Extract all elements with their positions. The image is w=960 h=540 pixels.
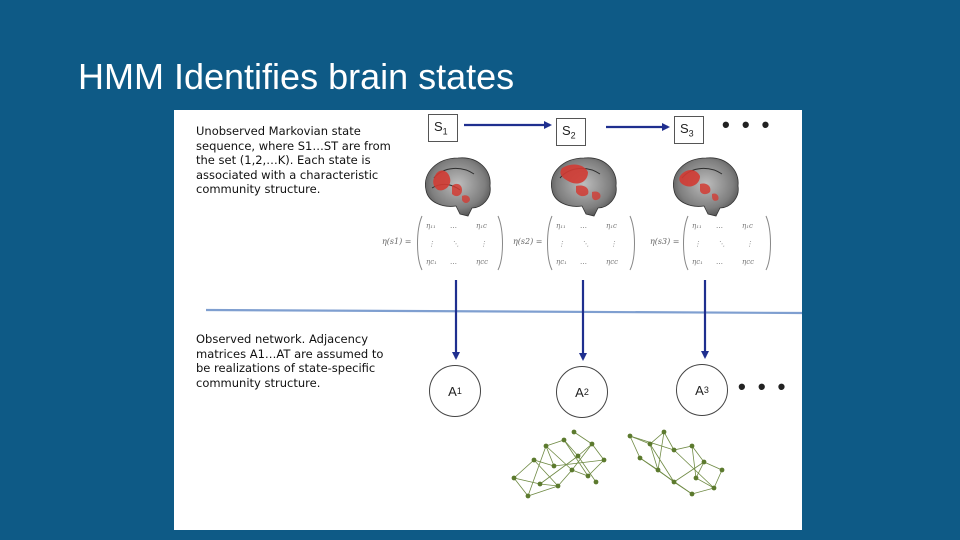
diagram-graphics: η(s1) = η(s2) = η(s3) = η₁₁ … η₁c ⋮ ⋱ ⋮ ηc₁ …… [205,121,802,499]
svg-text:ηc₁: ηc₁ [692,258,703,266]
svg-text:η₁₁: η₁₁ [692,222,702,230]
svg-text:ηcc: ηcc [476,258,488,266]
state-box-s1: S1 [428,114,458,142]
svg-text:⋮: ⋮ [558,240,565,248]
parameter-matrix-3 [683,215,771,271]
svg-text:⋱: ⋱ [452,240,459,248]
svg-text:η₁c: η₁c [476,222,487,230]
svg-text:ηcc: ηcc [742,258,754,266]
brain-image-1 [425,157,491,217]
state-box-s3: S3 [674,116,704,144]
svg-text:ηc₁: ηc₁ [556,258,567,266]
observed-network-description: Observed network. Adjacency matrices A1…… [196,332,384,390]
matrix-label-3: η(s3) = [650,237,679,246]
network-nodes-2 [627,429,725,497]
matrix-cells-1: η₁₁ … η₁c ⋮ ⋱ ⋮ ηc₁ … ηcc [426,222,488,266]
svg-text:η₁c: η₁c [606,222,617,230]
parameter-matrix-1 [417,215,503,271]
hmm-figure: Unobserved Markovian state sequence, whe… [174,110,802,530]
slide-title: HMM Identifies brain states [78,56,515,97]
brain-image-2 [551,157,617,217]
svg-text:⋮: ⋮ [694,240,701,248]
matrix-label-2: η(s2) = [513,237,542,246]
svg-text:⋱: ⋱ [582,240,589,248]
svg-text:…: … [450,222,457,230]
svg-text:⋮: ⋮ [428,240,435,248]
svg-text:…: … [580,258,587,266]
svg-text:⋮: ⋮ [610,240,617,248]
brain-image-3 [673,157,739,217]
svg-text:ηcc: ηcc [606,258,618,266]
network-graph-2 [629,431,723,495]
svg-text:η₁₁: η₁₁ [426,222,436,230]
svg-text:η₁c: η₁c [742,222,753,230]
svg-text:…: … [580,222,587,230]
matrix-cells-2: η₁₁ … η₁c ⋮ ⋱ ⋮ ηc₁ … ηcc [556,222,618,266]
state-ellipsis: • • • [722,112,773,137]
state-box-s2: S2 [556,118,586,146]
svg-text:…: … [716,258,723,266]
parameter-matrix-2 [547,215,635,271]
matrix-cells-3: η₁₁ … η₁c ⋮ ⋱ ⋮ ηc₁ … ηcc [692,222,754,266]
hidden-state-description: Unobserved Markovian state sequence, whe… [196,124,391,197]
svg-text:⋮: ⋮ [746,240,753,248]
adjacency-ellipsis: • • • [738,374,789,399]
network-nodes-1 [511,429,607,499]
svg-text:ηc₁: ηc₁ [426,258,437,266]
svg-text:…: … [450,258,457,266]
svg-text:η₁₁: η₁₁ [556,222,566,230]
layer-divider [205,308,802,315]
svg-text:⋱: ⋱ [718,240,725,248]
svg-text:⋮: ⋮ [480,240,487,248]
svg-text:…: … [716,222,723,230]
matrix-label-1: η(s1) = [382,237,411,246]
